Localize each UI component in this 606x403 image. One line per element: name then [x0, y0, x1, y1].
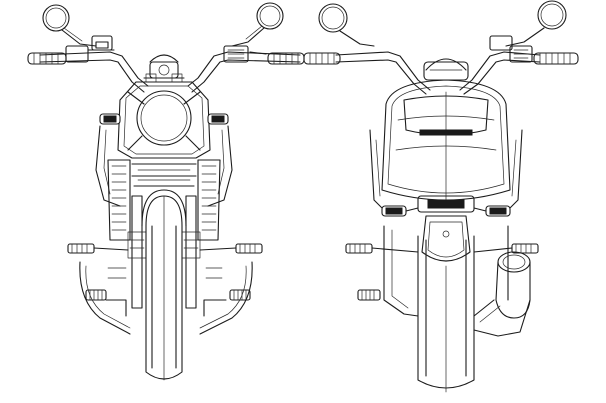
- rear-license-plate: [421, 215, 471, 262]
- front-body: [95, 125, 233, 241]
- rear-lower: [345, 225, 539, 337]
- rear-taillight: [381, 195, 511, 217]
- front-handlebar: [27, 35, 305, 93]
- front-wheel: [141, 189, 187, 381]
- rear-handlebar: [303, 35, 579, 95]
- front-right-mirror: [231, 2, 284, 47]
- front-gauge: [143, 54, 185, 83]
- rear-tank-seat: [369, 79, 523, 213]
- front-headlight-assembly: [99, 81, 229, 159]
- front-view: [27, 2, 305, 381]
- rear-left-mirror: [318, 3, 375, 47]
- rear-right-mirror: [505, 0, 567, 47]
- rear-wheel: [417, 235, 475, 393]
- rear-view: [303, 0, 579, 393]
- rear-gauge: [423, 58, 469, 81]
- front-left-mirror: [42, 4, 97, 47]
- front-lower-engine: [67, 243, 263, 335]
